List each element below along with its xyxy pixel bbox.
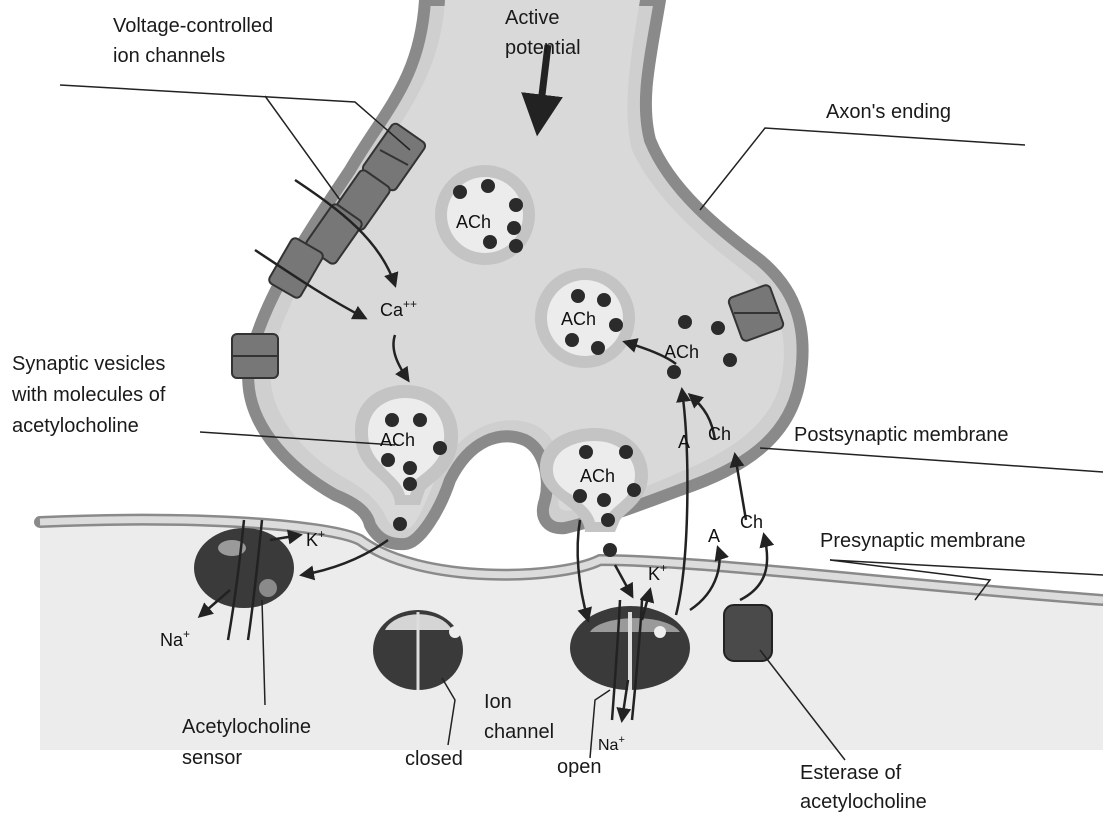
- postsynaptic-membrane-label: Postsynaptic membrane: [794, 423, 1009, 447]
- ach-sensor-label-line1: Acetylocholine: [182, 715, 311, 739]
- a-label-upper: A: [678, 432, 690, 452]
- esterase-label-line2: acetylocholine: [800, 790, 927, 814]
- ion-channel-label-line2: channel: [484, 720, 554, 744]
- synaptic-vesicles-label-line1: Synaptic vesicles: [12, 352, 165, 376]
- ch-label-upper: Ch: [708, 424, 731, 444]
- ach-label-vesicle3: ACh: [380, 430, 415, 450]
- presynaptic-membrane-label: Presynaptic membrane: [820, 529, 1026, 553]
- ach-label-vesicle4: ACh: [580, 466, 615, 486]
- active-potential-label-line2: potential: [505, 36, 581, 60]
- a-label-lower: A: [708, 526, 720, 546]
- leader-line: [760, 448, 1103, 472]
- ach-sensor-label-line2: sensor: [182, 746, 242, 770]
- na-label-right: Na+: [598, 734, 625, 754]
- ach-label-vesicle1: ACh: [456, 212, 491, 232]
- esterase: [724, 605, 772, 661]
- ion-channel-closed: [373, 610, 463, 690]
- ach-label-free: ACh: [664, 342, 699, 362]
- acetylocholine-sensor: [194, 528, 294, 608]
- leader-line: [60, 85, 410, 150]
- synaptic-vesicles-label-line3: acetylocholine: [12, 414, 139, 438]
- voltage-channels-label-line1: Voltage-controlled: [113, 14, 273, 38]
- voltage-channel: [232, 334, 278, 378]
- ch-label-lower: Ch: [740, 512, 763, 532]
- ach-label-vesicle2: ACh: [561, 309, 596, 329]
- open-label: open: [557, 755, 602, 779]
- axon-ending-label: Axon's ending: [826, 100, 951, 124]
- ion-channel-label-line1: Ion: [484, 690, 512, 714]
- leader-line: [700, 128, 1025, 210]
- esterase-label-line1: Esterase of: [800, 761, 901, 785]
- active-potential-label-line1: Active: [505, 6, 559, 30]
- voltage-channels-label-line2: ion channels: [113, 44, 225, 68]
- synaptic-vesicles-label-line2: with molecules of: [12, 383, 165, 407]
- closed-label: closed: [405, 747, 463, 771]
